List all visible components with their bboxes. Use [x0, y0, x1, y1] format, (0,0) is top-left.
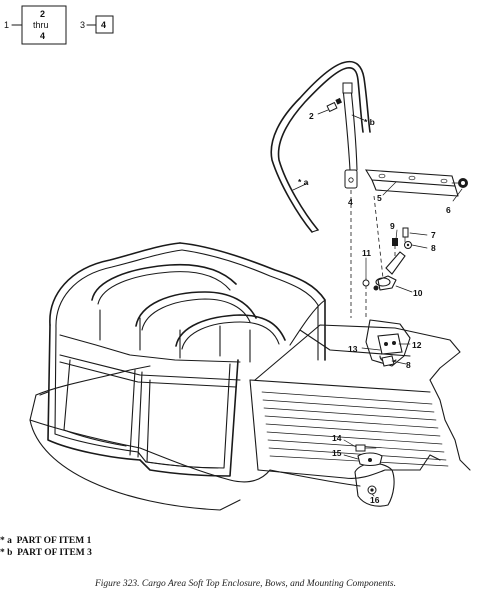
callout-14: 14	[332, 433, 342, 443]
index-range-bottom: 4	[40, 31, 45, 41]
note-text-a: PART OF ITEM 1	[16, 536, 92, 546]
callout-9: 9	[390, 221, 395, 231]
bolt-item-2	[317, 97, 342, 115]
bed-slats	[261, 391, 449, 467]
note-mark-b: * b	[0, 548, 13, 558]
hardware-cluster	[362, 227, 412, 291]
callout-5: 5	[377, 193, 382, 203]
notes-legend: * a PART OF ITEM 1 * b PART OF ITEM 3	[0, 535, 92, 559]
callout-8-lower: 8	[406, 360, 411, 370]
callout-star-b: * b	[364, 117, 375, 127]
note-mark-a: * a	[0, 536, 12, 546]
callout-8-upper: 8	[431, 243, 436, 253]
note-text-b: PART OF ITEM 3	[17, 548, 92, 558]
callout-2: 2	[309, 111, 314, 121]
callout-13: 13	[348, 344, 358, 354]
callout-7: 7	[431, 230, 436, 240]
truck-body	[29, 319, 471, 511]
note-row-b: * b PART OF ITEM 3	[0, 547, 92, 559]
index-left-ref: 1	[4, 20, 9, 30]
mount-plate-12	[377, 333, 403, 367]
callout-15: 15	[332, 448, 342, 458]
index-range-mid: thru	[33, 20, 49, 30]
index-right-ref: 3	[80, 20, 85, 30]
callout-11: 11	[362, 248, 371, 258]
index-box: 1 2 thru 4 3 4	[4, 5, 114, 45]
figure-caption: Figure 323. Cargo Area Soft Top Enclosur…	[94, 579, 396, 589]
callout-12: 12	[412, 340, 422, 350]
callout-6: 6	[446, 205, 451, 215]
callout-16: 16	[370, 495, 380, 505]
callout-star-a: * a	[298, 177, 309, 187]
knob-item-6	[451, 178, 468, 188]
index-range-top: 2	[40, 9, 45, 19]
leader-lines	[292, 114, 463, 497]
bracket-item-5	[364, 169, 459, 197]
note-row-a: * a PART OF ITEM 1	[0, 535, 92, 547]
bow-tube	[270, 60, 371, 233]
clamp-15	[355, 444, 383, 495]
index-right-box: 4	[101, 20, 106, 30]
cage-frame	[39, 242, 326, 477]
callout-10: 10	[413, 288, 423, 298]
callout-4: 4	[348, 197, 353, 207]
callout-labels: * a * b 2 5 6 4 9 7 8 11 10 12 13 8 14 1…	[298, 111, 451, 505]
